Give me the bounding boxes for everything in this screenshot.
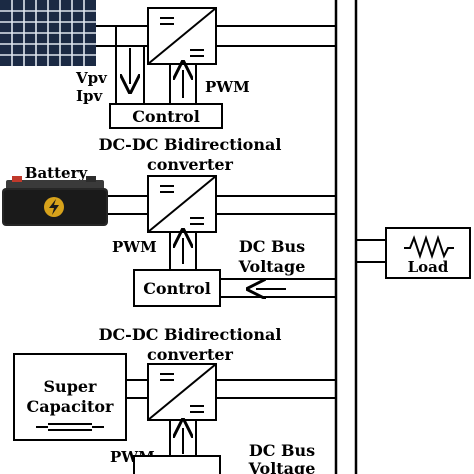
solar-panel-icon xyxy=(0,0,96,66)
ipv-label: Ipv xyxy=(76,87,104,105)
pv-converter xyxy=(147,7,217,65)
supercap-control-block-partial xyxy=(133,455,221,474)
pv-wires xyxy=(96,25,336,104)
battery-pwm-label: PWM xyxy=(112,238,157,256)
vpv-label: Vpv xyxy=(75,69,108,87)
pv-control-label: Control xyxy=(132,107,200,126)
battery-control-label: Control xyxy=(143,279,211,298)
supercap-converter xyxy=(147,363,217,421)
battery-label: Battery xyxy=(25,164,89,182)
pv-pwm-label: PWM xyxy=(205,78,250,96)
battery-wires xyxy=(108,195,336,298)
conv2-title-line1: DC-DC Bidirectional xyxy=(99,325,282,344)
dc-bus xyxy=(334,0,358,474)
pv-control-block: Control xyxy=(109,103,223,129)
load-label: Load xyxy=(408,258,449,276)
dcbus1-label-line1: DC Bus xyxy=(239,237,305,256)
conv2-title-line2: converter xyxy=(147,345,234,364)
conv1-title-line2: converter xyxy=(147,155,234,174)
battery-control-block: Control xyxy=(133,269,221,307)
dcbus2-label-line1: DC Bus xyxy=(249,441,315,460)
supercap-label-line1: Super xyxy=(44,377,98,396)
supercap-label-line2: Capacitor xyxy=(27,397,115,416)
load-block: Load xyxy=(385,227,471,279)
load-wires xyxy=(356,239,386,263)
conv1-title-line1: DC-DC Bidirectional xyxy=(99,135,282,154)
supercap-wires xyxy=(126,379,336,474)
battery-converter xyxy=(147,175,217,233)
dcbus1-label-line2: Voltage xyxy=(238,257,306,276)
capacitor-icon xyxy=(36,423,104,431)
battery-icon xyxy=(2,176,108,226)
dcbus2-label-line2: Voltage xyxy=(248,459,316,474)
resistor-icon xyxy=(404,234,454,260)
supercap-block: Super Capacitor xyxy=(13,353,127,441)
